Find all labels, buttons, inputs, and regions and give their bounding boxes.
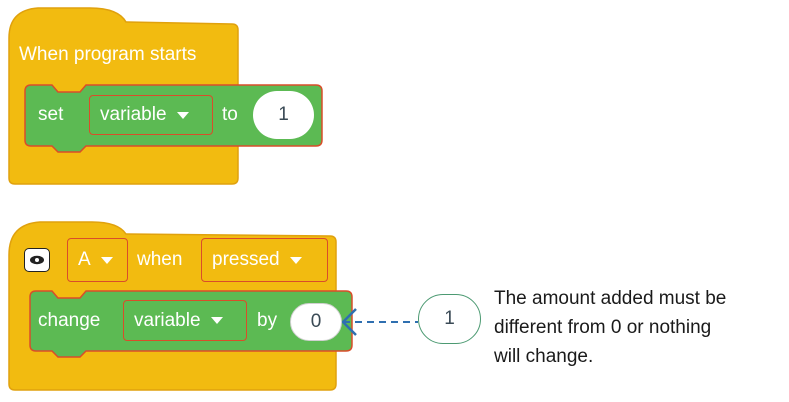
- chevron-down-icon: [100, 256, 113, 264]
- state-dropdown[interactable]: pressed: [201, 238, 328, 282]
- button-dropdown[interactable]: A: [67, 238, 128, 282]
- hint-arrow-icon: [341, 308, 357, 336]
- hint-note-line: The amount added must be: [494, 288, 727, 309]
- variable-dropdown-label: variable: [134, 309, 201, 331]
- hub-button-glyph-icon: [30, 255, 44, 265]
- change-value-input[interactable]: 0: [290, 303, 342, 341]
- chevron-down-icon: [289, 256, 302, 264]
- by-label: by: [257, 310, 278, 331]
- variable-dropdown-label: variable: [100, 104, 167, 125]
- when-label: when: [137, 249, 183, 270]
- hint-note-line: different from 0 or nothing: [494, 317, 712, 338]
- chevron-down-icon: [176, 111, 189, 119]
- variable-dropdown-change[interactable]: variable: [123, 300, 247, 341]
- change-label: change: [38, 310, 101, 331]
- set-label: set: [38, 104, 64, 125]
- state-dropdown-label: pressed: [212, 249, 280, 270]
- chevron-down-icon: [210, 317, 223, 324]
- to-label: to: [222, 104, 238, 125]
- suggested-value-bubble: 1: [418, 294, 481, 344]
- button-dropdown-label: A: [78, 249, 91, 270]
- hint-note: The amount added must be different from …: [494, 284, 726, 371]
- set-value-input[interactable]: 1: [253, 91, 314, 139]
- variable-dropdown-set[interactable]: variable: [89, 95, 213, 135]
- hint-note-line: will change.: [494, 346, 594, 367]
- hub-button-icon: [24, 248, 50, 272]
- hat-label-when-program-starts: When program starts: [19, 44, 197, 65]
